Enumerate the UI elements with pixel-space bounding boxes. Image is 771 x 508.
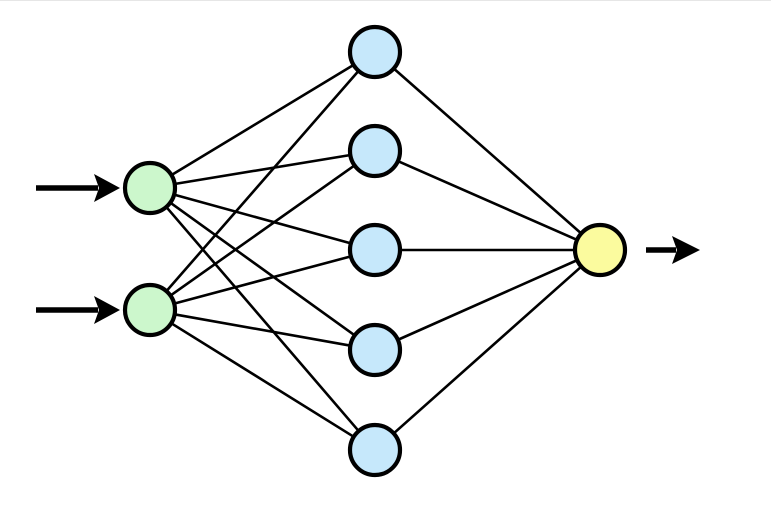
edge-hidden-node-4-to-output-node-1 bbox=[395, 258, 580, 342]
edge-input-node-2-to-hidden-node-2 bbox=[168, 163, 357, 298]
input-arrow-1 bbox=[36, 174, 120, 202]
output-node-1[interactable] bbox=[572, 222, 628, 278]
input-arrow-2 bbox=[36, 296, 120, 324]
input-arrow-1-head-icon bbox=[94, 174, 120, 202]
edge-input-node-2-to-hidden-node-1 bbox=[164, 68, 361, 294]
output-arrow-1 bbox=[646, 236, 700, 264]
hidden-node-1[interactable] bbox=[347, 24, 403, 80]
edge-hidden-node-5-to-output-node-1 bbox=[391, 264, 584, 436]
edge-input-node-2-to-hidden-node-5 bbox=[169, 321, 356, 439]
edge-hidden-node-1-to-output-node-1 bbox=[391, 66, 584, 236]
hidden-node-5[interactable] bbox=[347, 422, 403, 478]
edge-input-node-1-to-hidden-node-1 bbox=[169, 63, 356, 177]
top-divider-rule bbox=[0, 0, 771, 1]
edge-input-node-2-to-hidden-node-3 bbox=[171, 254, 354, 306]
input-node-1[interactable] bbox=[122, 160, 178, 216]
edges-group bbox=[164, 63, 584, 439]
edge-hidden-node-2-to-output-node-1 bbox=[395, 159, 580, 242]
hidden-node-4[interactable] bbox=[347, 322, 403, 378]
io-arrows-group bbox=[36, 174, 700, 324]
edge-input-node-1-to-hidden-node-4 bbox=[168, 200, 357, 338]
nodes-group bbox=[122, 24, 628, 478]
input-node-2[interactable] bbox=[122, 282, 178, 338]
hidden-node-2[interactable] bbox=[347, 123, 403, 179]
edge-input-node-1-to-hidden-node-3 bbox=[171, 193, 354, 245]
edge-input-node-1-to-hidden-node-2 bbox=[172, 153, 353, 186]
edge-input-node-1-to-hidden-node-5 bbox=[164, 204, 361, 434]
input-arrow-2-head-icon bbox=[94, 296, 120, 324]
edge-input-node-2-to-hidden-node-4 bbox=[172, 312, 353, 348]
hidden-node-3[interactable] bbox=[347, 222, 403, 278]
output-arrow-1-head-icon bbox=[672, 236, 700, 264]
